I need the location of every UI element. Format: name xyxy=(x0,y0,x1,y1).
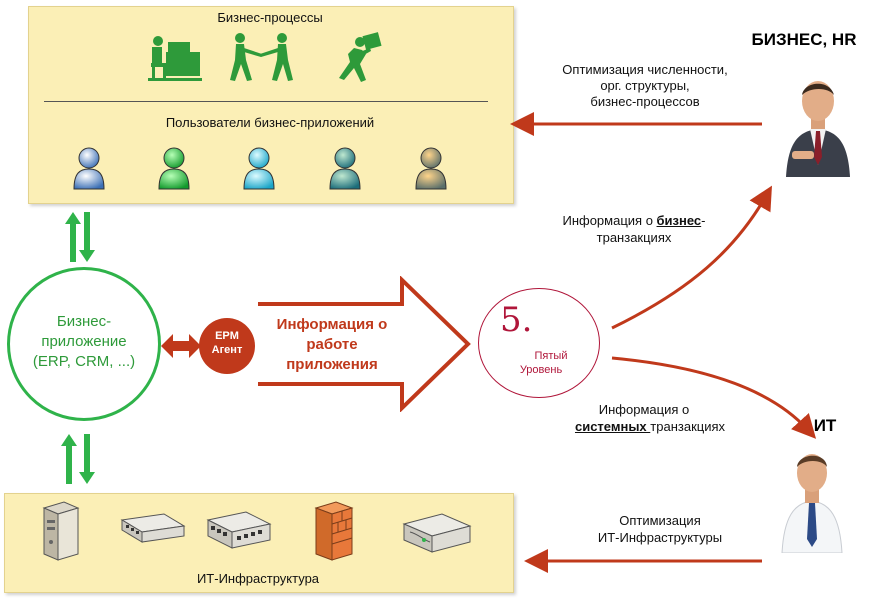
infra-caption-line2: ИТ-Инфраструктуры xyxy=(597,530,723,545)
router-icon xyxy=(402,513,472,553)
office-worker-icon xyxy=(148,36,202,81)
user-avatar-icon xyxy=(158,147,190,190)
hub-icon xyxy=(206,511,272,549)
business-processes-title: Бизнес-процессы xyxy=(217,10,323,25)
business-trans-line2: транзакциях xyxy=(596,230,672,245)
top-caption-line2: орг. структуры, xyxy=(600,78,690,93)
app-label-line3: (ERP, CRM, ...) xyxy=(32,353,136,370)
top-caption-line3: бизнес-процессов xyxy=(590,94,700,109)
switch-icon xyxy=(120,513,186,543)
main-arrow-line3: приложения xyxy=(286,356,378,373)
logo-line2: Уровень xyxy=(519,364,563,376)
epm-agent-line2: Агент xyxy=(211,344,243,356)
system-trans-line1: Информация о xyxy=(598,402,690,417)
fifth-level-logo xyxy=(478,288,600,398)
top-caption-line1: Оптимизация численности, xyxy=(562,62,728,77)
server-icon xyxy=(42,501,80,561)
bidirectional-arrow-icon xyxy=(161,334,201,358)
user-avatar-icon xyxy=(329,147,361,190)
delivery-person-icon xyxy=(339,32,382,82)
user-avatar-icon xyxy=(73,147,105,190)
updown-arrows-icon xyxy=(61,434,95,484)
app-label-line2: приложение xyxy=(41,333,127,350)
it-label: ИТ xyxy=(813,416,837,435)
logo-line1: Пятый xyxy=(534,350,568,362)
business-trans-line1: Информация о бизнес- xyxy=(562,213,706,228)
infra-title: ИТ-Инфраструктура xyxy=(196,571,320,586)
handshake-people-icon xyxy=(230,33,293,81)
main-arrow-line2: работе xyxy=(306,336,358,353)
app-label-line1: Бизнес- xyxy=(56,313,112,330)
main-arrow-line1: Информация о xyxy=(276,316,388,333)
logo-mark: 5. xyxy=(500,300,533,340)
users-title: Пользователи бизнес-приложений xyxy=(165,115,375,130)
system-trans-line2: системных транзакциях xyxy=(574,419,725,434)
big-arrow-icon xyxy=(258,276,471,412)
epm-agent-badge xyxy=(199,318,255,374)
it-person-icon xyxy=(781,454,843,553)
epm-agent-line1: EPM xyxy=(215,330,239,342)
business-person-icon xyxy=(786,81,850,177)
updown-arrows-icon xyxy=(65,212,95,262)
firewall-icon xyxy=(314,501,354,561)
panel-divider xyxy=(44,101,488,102)
user-avatar-icon xyxy=(243,147,275,190)
user-avatar-icon xyxy=(415,147,447,190)
business-app-circle xyxy=(7,267,161,421)
infra-caption-line1: Оптимизация xyxy=(619,513,701,528)
business-hr-label: БИЗНЕС, HR xyxy=(751,30,857,49)
